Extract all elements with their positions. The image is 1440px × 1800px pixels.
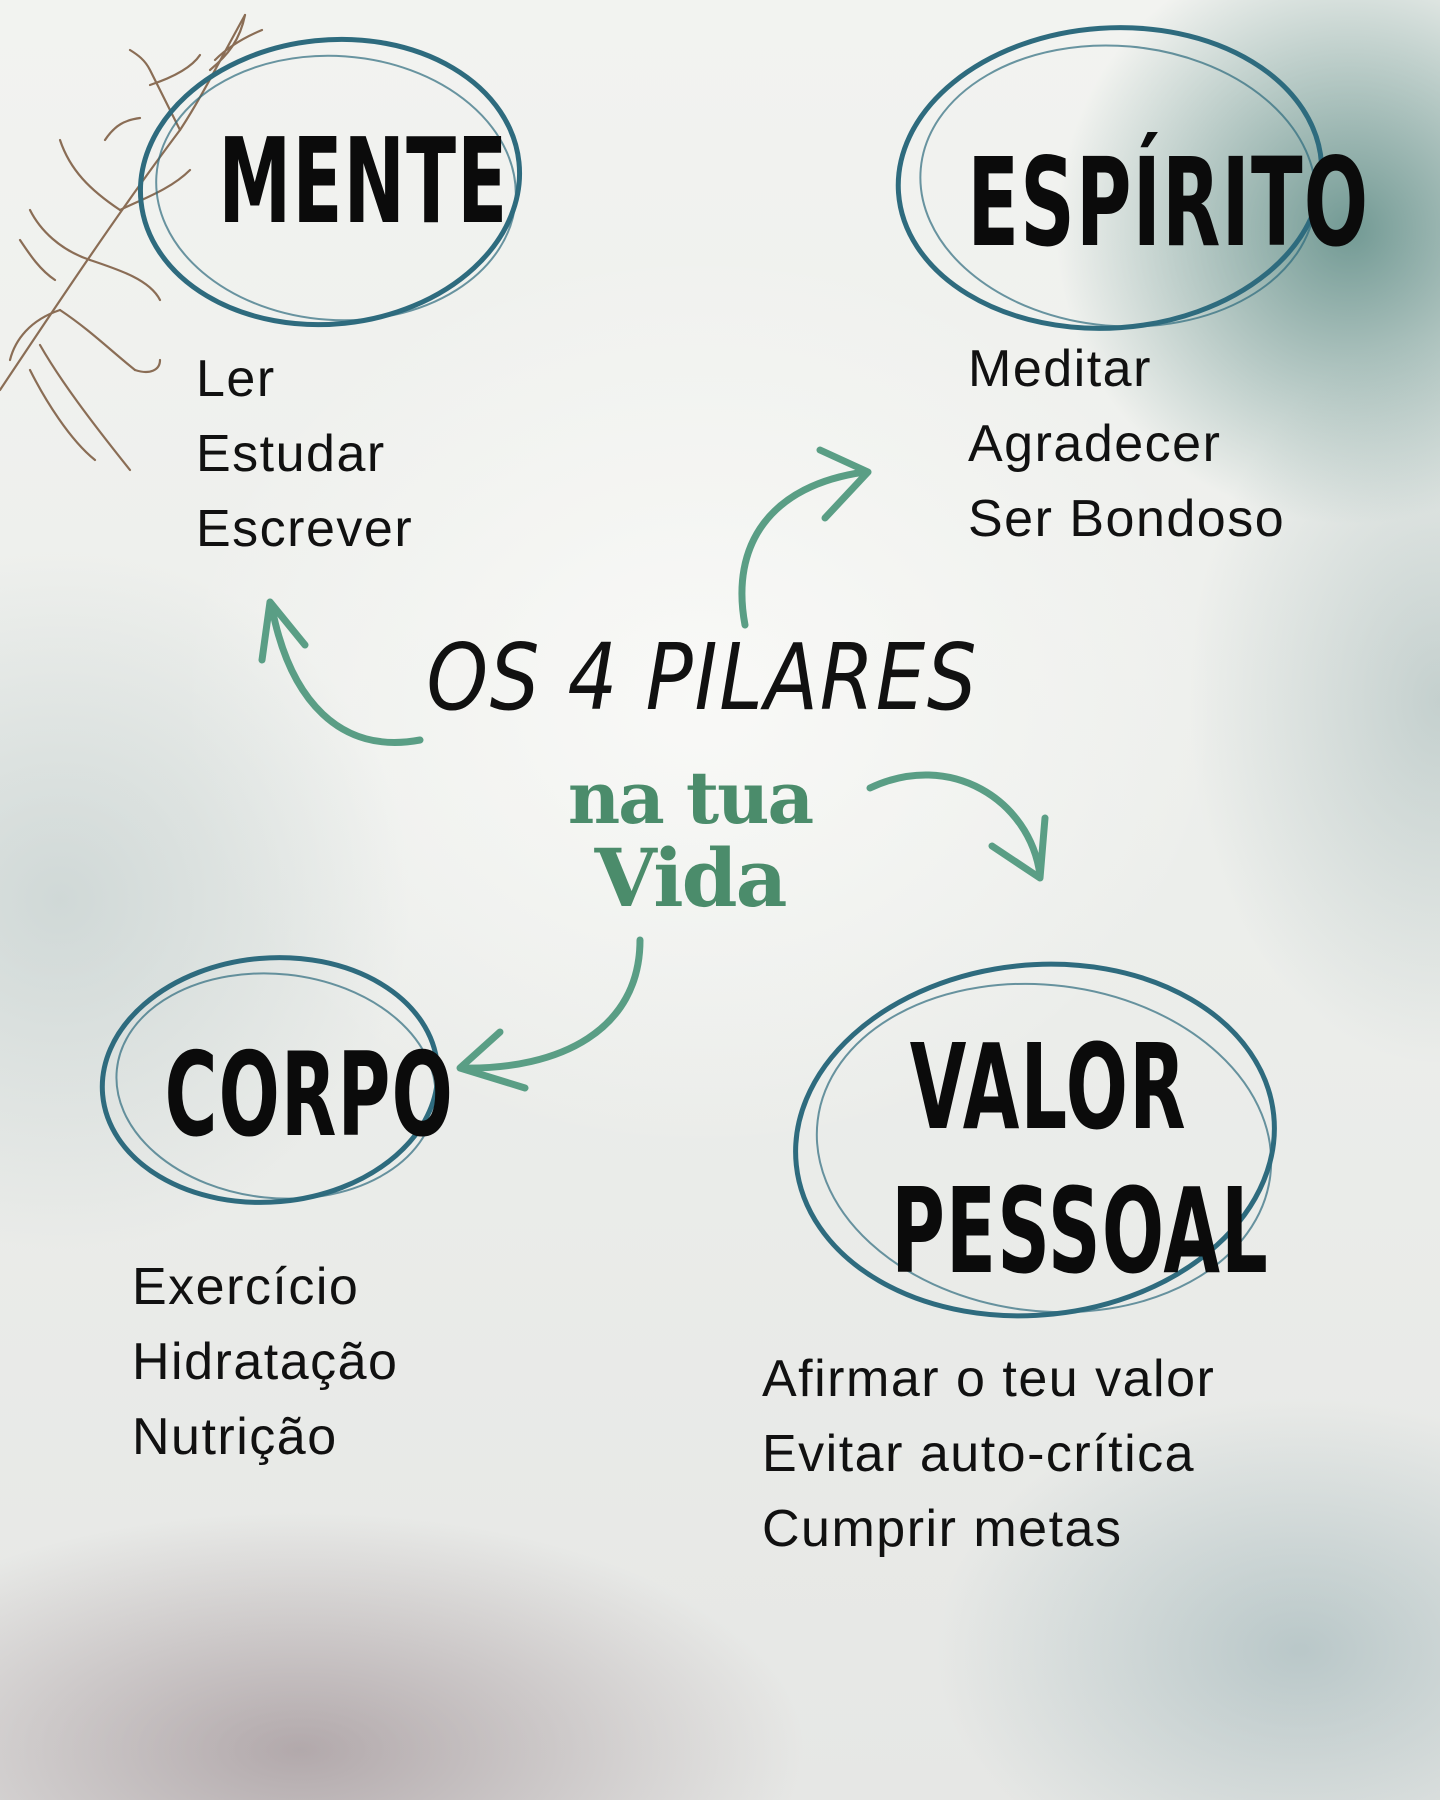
pillar-title-valor-line2: PESSOAL (891, 1162, 1270, 1300)
list-item: Afirmar o teu valor (762, 1350, 1216, 1408)
circle-scribble-corpo (99, 955, 441, 1205)
branch-illustration (0, 13, 264, 472)
list-item: Ler (196, 350, 276, 408)
pillar-title-valor-line1: VALOR (909, 1018, 1187, 1156)
circle-scribble-espirito (895, 25, 1325, 331)
page-title: OS 4 PILARES (426, 624, 979, 731)
arrow-to-espirito-icon (738, 446, 872, 629)
subtitle-line1: na tua (567, 755, 814, 840)
list-item: Exercício (132, 1258, 360, 1316)
arrow-to-valor-icon (866, 771, 1049, 882)
list-item: Hidratação (132, 1333, 399, 1391)
list-item: Meditar (968, 340, 1152, 398)
subtitle-line2: Vida (594, 831, 788, 925)
list-item: Agradecer (968, 415, 1222, 473)
list-item: Ser Bondoso (968, 490, 1286, 548)
circle-scribble-mente (137, 36, 523, 328)
list-item: Estudar (196, 425, 386, 483)
list-mente: Ler Estudar Escrever (196, 342, 413, 567)
list-valor: Afirmar o teu valor Evitar auto-crítica … (762, 1342, 1215, 1567)
list-item: Evitar auto-crítica (762, 1425, 1196, 1483)
list-item: Escrever (196, 500, 414, 558)
pillar-title-espirito: ESPÍRITO (967, 132, 1370, 274)
list-espirito: Meditar Agradecer Ser Bondoso (968, 332, 1285, 557)
circle-scribble-valor (793, 961, 1277, 1319)
list-corpo: Exercício Hidratação Nutrição (132, 1250, 398, 1475)
list-item: Cumprir metas (762, 1500, 1123, 1558)
pillar-title-corpo: CORPO (164, 1028, 454, 1163)
list-item: Nutrição (132, 1408, 338, 1466)
arrow-to-corpo-icon (456, 936, 644, 1092)
arrow-to-mente-icon (258, 598, 424, 746)
pillar-title-mente: MENTE (218, 112, 509, 250)
